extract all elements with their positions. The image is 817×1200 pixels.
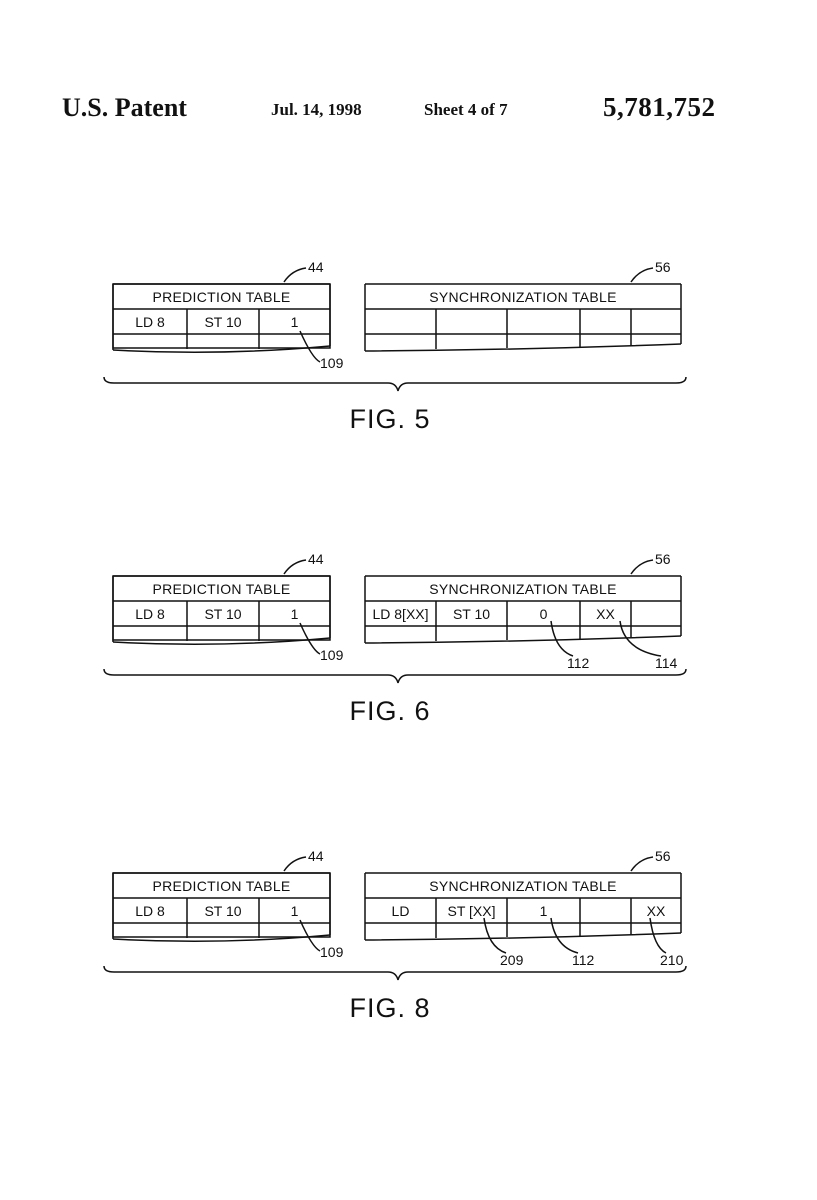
figure-brace <box>103 376 687 392</box>
fig-5-caption: FIG. 5 <box>349 404 430 434</box>
figure-brace <box>103 965 687 981</box>
prediction-table-title: PREDICTION TABLE <box>152 878 290 894</box>
callout-112-leader <box>550 917 579 954</box>
callout-109-leader <box>299 330 321 363</box>
figure-8: PREDICTION TABLE LD 8 ST 10 1 44 109 SYNCHRONI… <box>103 848 687 1023</box>
callout-109-leader <box>299 919 321 952</box>
callout-109-leader <box>299 622 321 655</box>
callout-109-label: 109 <box>320 944 344 960</box>
ref-56-label: 56 <box>655 259 671 275</box>
sync-cell: ST [XX] <box>448 903 496 919</box>
prediction-cell: LD 8 <box>135 314 165 330</box>
patent-number: 5,781,752 <box>603 92 716 122</box>
figure-5: PREDICTION TABLE LD 8 ST 10 1 44 109 SYNCHRONI… <box>103 259 687 434</box>
ref-44-label: 44 <box>308 259 324 275</box>
prediction-cell: 1 <box>291 606 299 622</box>
callout-112-label: 112 <box>572 952 595 968</box>
sync-cell: 0 <box>540 606 548 622</box>
prediction-cell: ST 10 <box>204 903 241 919</box>
prediction-cell: 1 <box>291 314 299 330</box>
ref-56-leader <box>630 856 654 872</box>
callout-109-label: 109 <box>320 355 344 371</box>
callout-209-label: 209 <box>500 952 524 968</box>
figure-brace <box>103 668 687 684</box>
callout-210-leader <box>649 917 667 954</box>
sync-table-break <box>364 635 682 644</box>
ref-44-label: 44 <box>308 551 324 567</box>
prediction-table-break <box>112 934 331 942</box>
sync-cell: 1 <box>540 903 548 919</box>
ref-56-label: 56 <box>655 848 671 864</box>
callout-210-label: 210 <box>660 952 684 968</box>
callout-112-leader <box>550 620 574 657</box>
sync-cell: LD 8[XX] <box>372 606 428 622</box>
prediction-table-title: PREDICTION TABLE <box>152 289 290 305</box>
sync-table-title: SYNCHRONIZATION TABLE <box>429 289 617 305</box>
sync-table-break <box>364 343 682 352</box>
ref-44-leader <box>283 856 307 872</box>
callout-114-leader <box>619 620 662 657</box>
ref-56-label: 56 <box>655 551 671 567</box>
sync-table-title: SYNCHRONIZATION TABLE <box>429 878 617 894</box>
prediction-cell: LD 8 <box>135 903 165 919</box>
prediction-table-break <box>112 637 331 645</box>
sync-cell: XX <box>596 606 615 622</box>
sync-cell: LD <box>392 903 410 919</box>
prediction-cell: ST 10 <box>204 314 241 330</box>
sync-table-title: SYNCHRONIZATION TABLE <box>429 581 617 597</box>
ref-56-leader <box>630 267 654 283</box>
sync-cell: XX <box>647 903 666 919</box>
prediction-cell: ST 10 <box>204 606 241 622</box>
prediction-cell: LD 8 <box>135 606 165 622</box>
patent-label: U.S. Patent <box>62 93 187 122</box>
patent-date: Jul. 14, 1998 <box>271 100 362 119</box>
callout-114-label: 114 <box>655 655 678 671</box>
prediction-table-break <box>112 345 331 353</box>
prediction-cell: 1 <box>291 903 299 919</box>
callout-109-label: 109 <box>320 647 344 663</box>
ref-44-label: 44 <box>308 848 324 864</box>
callout-209-leader <box>483 917 507 954</box>
ref-44-leader <box>283 559 307 575</box>
sync-table-break <box>364 932 682 941</box>
figure-6: PREDICTION TABLE LD 8 ST 10 1 44 109 SYNCHRONI… <box>103 551 687 726</box>
ref-56-leader <box>630 559 654 575</box>
callout-112-label: 112 <box>567 655 590 671</box>
ref-44-leader <box>283 267 307 283</box>
fig-6-caption: FIG. 6 <box>349 696 430 726</box>
prediction-table-title: PREDICTION TABLE <box>152 581 290 597</box>
fig-8-caption: FIG. 8 <box>349 993 430 1023</box>
sheet-number: Sheet 4 of 7 <box>424 100 508 119</box>
sync-cell: ST 10 <box>453 606 490 622</box>
